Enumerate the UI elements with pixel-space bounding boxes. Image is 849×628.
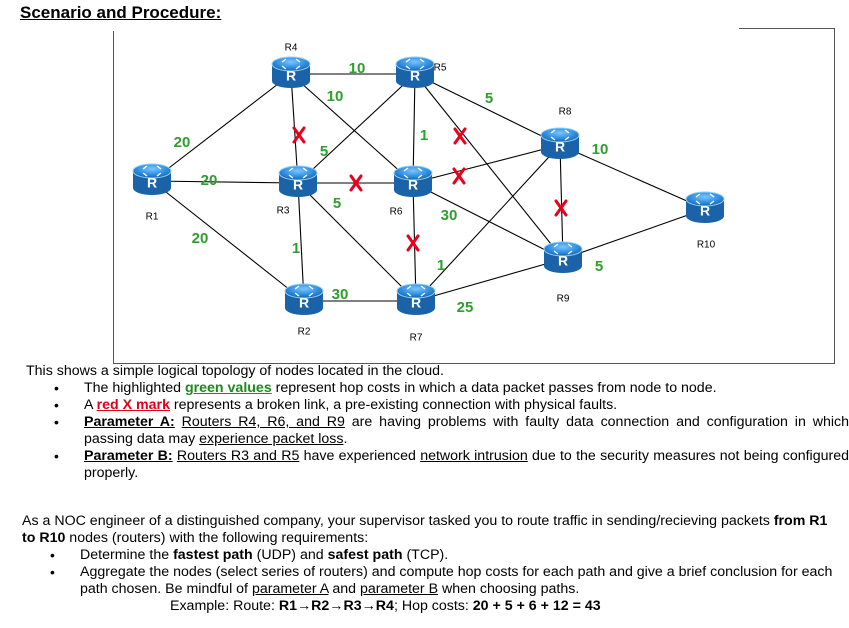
svg-text:R: R [410,68,420,84]
link-r7-r8 [415,144,561,302]
hop-cost-label: 5 [595,258,603,275]
hop-cost-label: 5 [485,90,493,107]
bullet-red-x: A red X mark represents a broken link, a… [26,397,849,414]
legend-list: The highlighted green values represent h… [26,380,849,482]
bullet-green-values: The highlighted green values represent h… [26,380,849,397]
link-r1-r2 [151,180,305,302]
broken-link-x-icon [349,174,363,192]
red-x-label: red X mark [96,397,170,413]
link-r1-r4 [151,73,292,182]
svg-text:R: R [558,253,568,269]
router-label: R6 [390,207,403,218]
router-r1: R R1 [132,163,172,223]
link-r1-r3 [151,180,299,184]
task-intro: As a NOC engineer of a distinguished com… [22,513,828,546]
hop-cost-label: 25 [457,299,474,316]
broken-link-x-icon [406,234,420,252]
bullet-parameter-b: Parameter B: Routers R3 and R5 have expe… [26,448,849,482]
router-label: R4 [285,43,298,54]
hop-cost-label: 20 [174,134,191,151]
parameter-b-label: Parameter B: [84,448,173,464]
link-r3-r7 [297,182,417,302]
section-heading: Scenario and Procedure: [20,3,222,22]
broken-link-x-icon [453,127,467,145]
requirement-1: Determine the fastest path (UDP) and saf… [22,547,837,564]
hop-cost-label: 1 [292,240,300,257]
svg-text:R: R [286,68,296,84]
link-r5-r9 [414,73,564,260]
bullet-parameter-a: Parameter A: Routers R4, R6, and R9 are … [26,414,849,448]
router-r10: R R10 [685,191,725,251]
link-r5-r3 [297,73,416,184]
link-r6-r8 [412,144,561,184]
link-r8-r10 [559,144,706,210]
link-r3-r2 [297,182,305,302]
router-r2: R R2 [284,283,324,338]
router-r7: R R7 [396,283,436,344]
svg-text:R: R [700,203,710,219]
router-label: R8 [559,107,572,118]
task-block: As a NOC engineer of a distinguished com… [22,513,837,615]
hop-cost-label: 30 [332,286,349,303]
router-label: R5 [434,63,447,74]
link-r5-r8 [414,73,561,146]
svg-text:R: R [408,177,418,193]
hop-cost-label: 20 [192,230,209,247]
svg-text:R: R [555,139,565,155]
requirements-list: Determine the fastest path (UDP) and saf… [22,547,837,598]
hop-cost-label: 10 [349,60,366,77]
link-r7-r9 [415,258,564,302]
link-r9-r10 [562,208,706,260]
description-block: This shows a simple logical topology of … [26,363,849,482]
svg-text:R: R [293,177,303,193]
router-label: R1 [146,212,159,223]
requirement-2: Aggregate the nodes (select series of ro… [22,564,837,598]
router-r9: R R9 [543,241,583,305]
hop-cost-label: 1 [437,257,445,274]
router-r5: R R5 [395,56,447,88]
router-r6: R R6 [390,165,433,218]
svg-text:R: R [299,295,309,311]
hop-cost-label: 30 [441,207,458,224]
router-r3: R R3 [277,165,318,217]
hop-cost-label: 5 [320,143,328,160]
router-label: R9 [557,294,570,305]
router-label: R2 [298,327,311,338]
parameter-a-label: Parameter A: [84,414,175,430]
link-r5-r6 [412,73,416,184]
broken-link-x-icon [452,167,466,185]
router-label: R7 [410,333,423,344]
hop-cost-label: 1 [420,127,428,144]
intro-text: This shows a simple logical topology of … [26,363,444,379]
router-label: R10 [697,240,716,251]
example-line: Example: Route: R1→R2→R3→R4; Hop costs: … [170,598,601,614]
hop-cost-label: 10 [592,141,609,158]
link-r6-r9 [412,182,564,260]
hop-cost-label: 20 [201,172,218,189]
link-r8-r9 [559,144,564,260]
hop-cost-label: 10 [327,88,344,105]
hop-cost-label: 5 [333,195,341,212]
svg-text:R: R [411,295,421,311]
router-r8: R R8 [540,107,580,159]
broken-link-x-icon [554,199,568,217]
broken-link-x-icon [292,126,306,144]
router-label: R3 [277,206,290,217]
svg-text:R: R [147,175,157,191]
green-values-label: green values [184,380,272,396]
router-r4: R R4 [271,43,311,88]
link-r4-r6 [290,73,414,184]
